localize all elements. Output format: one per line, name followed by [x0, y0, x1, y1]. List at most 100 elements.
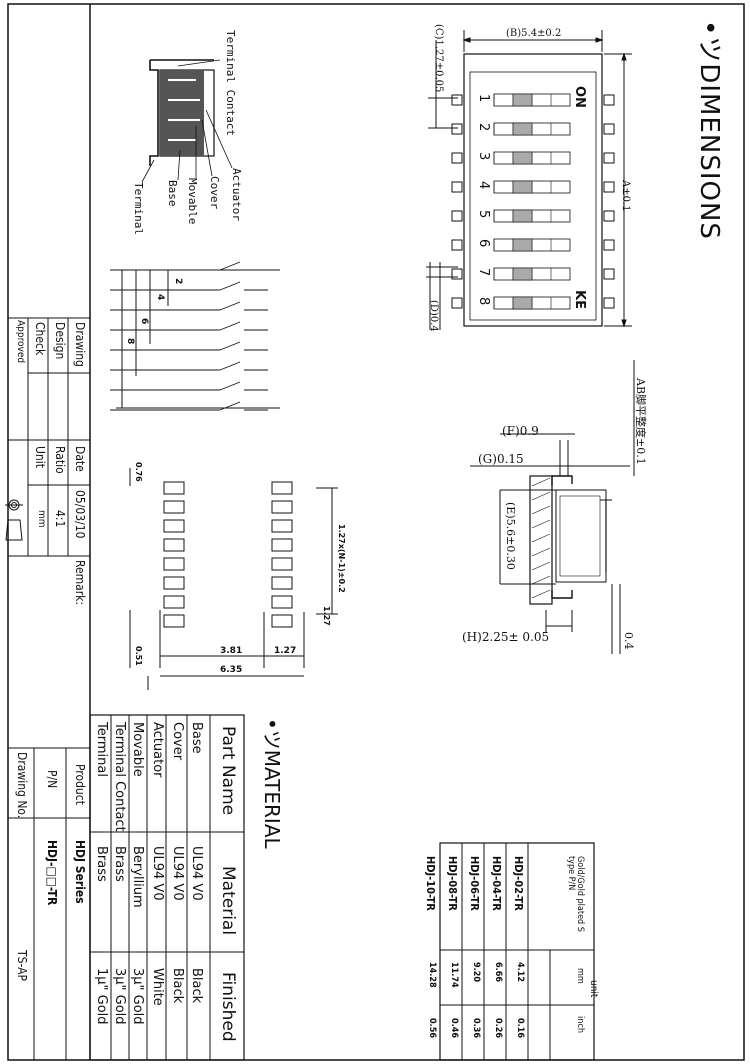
- dim-e: (E)5.6±0.30: [504, 502, 517, 570]
- circuit-d8: 8: [125, 338, 135, 345]
- material-cell: Terminal Contact: [112, 722, 127, 832]
- dim-f: (F)0.9: [502, 424, 539, 438]
- pad-right: [271, 500, 293, 514]
- actuator-knob: [512, 180, 533, 194]
- pn-value: HDJ-□□-TR: [45, 840, 59, 906]
- fp-051: 0.51: [134, 646, 143, 666]
- label-drawing-no: Drawing No.: [15, 752, 29, 819]
- unit-table-unit: unit: [588, 980, 599, 998]
- material-cell: 1μ" Gold: [94, 968, 109, 1025]
- circuit-switch: [219, 281, 241, 291]
- unit-table-cell: 0.16: [515, 1018, 525, 1038]
- side-04: 0.4: [622, 632, 635, 650]
- fp-635: 6.35: [220, 665, 243, 675]
- label-design: Design: [53, 322, 67, 360]
- position-number: 5: [476, 210, 491, 219]
- circuit-switch: [219, 321, 241, 331]
- pad-left: [163, 557, 185, 571]
- pad-right: [271, 614, 293, 628]
- material-cell: Actuator: [150, 722, 165, 778]
- position-number: 2: [476, 123, 491, 132]
- circuit-switch: [219, 341, 241, 351]
- actuator-knob: [512, 296, 533, 310]
- label-drawing: Drawing: [73, 322, 87, 367]
- label-pn: P/N: [45, 770, 59, 789]
- unit-table-cell: 0.36: [471, 1018, 481, 1038]
- dim-c: (C)1.27±0.05: [433, 24, 444, 93]
- product-value: HDJ Series: [73, 840, 87, 904]
- pin-right: [603, 94, 615, 106]
- pad-left: [163, 481, 185, 495]
- fp-076: 0.76: [134, 462, 143, 482]
- unit-table-header-mm: mm: [575, 968, 585, 984]
- callout-terminal-contact: Terminal Contact: [224, 30, 237, 136]
- pad-right: [271, 538, 293, 552]
- pad-right: [271, 576, 293, 590]
- unit-table-cell: 0.46: [449, 1018, 459, 1038]
- fp-127r: 1.27: [322, 606, 331, 626]
- label-check: Check: [33, 322, 47, 356]
- unit-value: mm: [36, 510, 47, 528]
- pad-left: [163, 595, 185, 609]
- date-value: 05/03/10: [73, 490, 87, 539]
- circuit-switch: [219, 361, 241, 371]
- unit-table-cell: 4.12: [515, 962, 525, 982]
- unit-table-cell: HDJ-08-TR: [446, 856, 459, 911]
- material-header-part: Part Name: [218, 726, 238, 816]
- pad-left: [163, 500, 185, 514]
- unit-table-cell: HDJ-06-TR: [468, 856, 481, 911]
- pad-left: [163, 519, 185, 533]
- material-cell: Black: [170, 968, 185, 1004]
- material-cell: Black: [189, 968, 204, 1004]
- actuator-knob: [512, 122, 533, 136]
- unit-table-cell: 0.26: [493, 1018, 503, 1038]
- label-ratio: Ratio: [53, 446, 67, 474]
- position-number: 7: [476, 268, 491, 277]
- pin-right: [603, 152, 615, 164]
- position-number: 1: [476, 94, 491, 103]
- pin-right: [603, 123, 615, 135]
- callout-terminal: Terminal: [132, 182, 145, 235]
- material-cell: White: [150, 968, 165, 1006]
- pin-left: [451, 268, 463, 280]
- dim-d: (D)0.4: [428, 300, 439, 332]
- material-cell: Terminal: [94, 722, 109, 777]
- material-header-material: Material: [218, 866, 238, 936]
- callout-base: Base: [166, 180, 179, 207]
- circuit-switch: [219, 261, 241, 271]
- actuator-knob: [512, 209, 533, 223]
- pad-left: [163, 576, 185, 590]
- pad-right: [271, 481, 293, 495]
- on-label: ON: [572, 86, 587, 108]
- circuit-switch: [219, 381, 241, 391]
- drawing-no-value: TS-AP: [15, 950, 29, 981]
- unit-table-cell: 6.66: [493, 962, 503, 982]
- unit-table-cell: HDJ-04-TR: [490, 856, 503, 911]
- unit-table-cell: HDJ-10-TR: [424, 856, 437, 911]
- label-date: Date: [73, 446, 87, 472]
- ke-label: KE: [572, 290, 587, 309]
- fp-pitch: 1.27x(N-1)±0.2: [337, 524, 346, 593]
- callout-movable: Movable: [186, 178, 199, 225]
- callout-cover: Cover: [208, 176, 221, 210]
- unit-table-cell: 14.28: [427, 962, 437, 988]
- label-approved: Approved: [15, 320, 26, 364]
- material-cell: 3μ" Gold: [130, 968, 145, 1025]
- pad-right: [271, 557, 293, 571]
- pad-right: [271, 519, 293, 533]
- actuator-knob: [512, 267, 533, 281]
- circuit-d4: 4: [155, 294, 165, 301]
- pin-left: [451, 297, 463, 309]
- pad-right: [271, 595, 293, 609]
- unit-table-header-inch: inch: [575, 1016, 585, 1033]
- ratio-value: 4:1: [53, 510, 67, 528]
- pin-left: [451, 181, 463, 193]
- material-cell: Brass: [112, 846, 127, 882]
- label-remark: Remark:: [73, 560, 87, 606]
- material-cell: 3μ" Gold: [112, 968, 127, 1025]
- circuit-d2: 2: [173, 278, 183, 285]
- callout-actuator: Actuator: [230, 168, 243, 221]
- pin-right: [603, 239, 615, 251]
- material-cell: Brass: [94, 846, 109, 882]
- pin-left: [451, 210, 463, 222]
